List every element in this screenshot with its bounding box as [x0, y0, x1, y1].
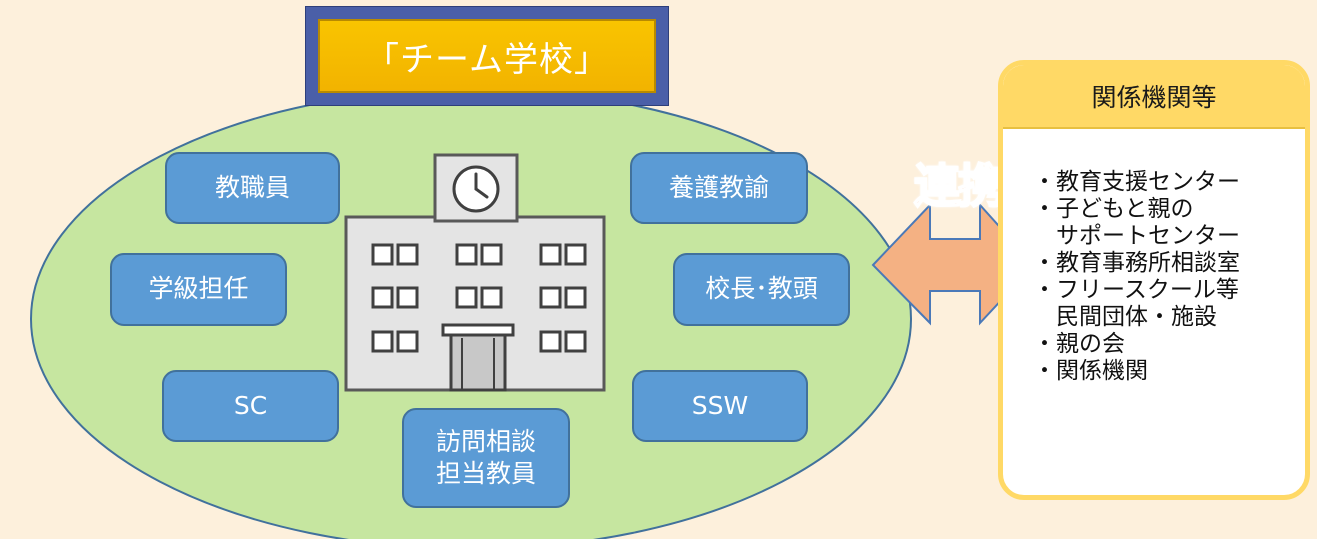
org-panel-header: 関係機関等 [1003, 65, 1305, 129]
role-principal-vice: 校長･教頭 [673, 253, 850, 326]
role-label: SC [233, 390, 268, 420]
org-list-item: 民間団体・施設 [1033, 304, 1217, 330]
role-label: 校長･教頭 [705, 274, 818, 304]
org-list-item: ・関係機関 [1033, 358, 1148, 384]
org-list-item: サポートセンター [1033, 223, 1240, 249]
role-sc: SC [162, 370, 339, 442]
role-homeroom-teacher: 学級担任 [110, 253, 287, 326]
role-label: 学級担任 [148, 274, 249, 304]
org-list-item: ・教育事務所相談室 [1033, 250, 1240, 276]
org-list-item: ・子どもと親の [1033, 196, 1194, 222]
school-building-icon [344, 153, 606, 392]
collaboration-label: 連携 [913, 158, 1005, 214]
page-title: 「チーム学校」 [318, 19, 656, 93]
role-visiting-counselor: 訪問相談 担当教員 [402, 408, 570, 508]
role-label-line2: 担当教員 [435, 459, 536, 488]
role-label: 養護教諭 [668, 172, 769, 202]
role-label-line1: 訪問相談 [435, 426, 536, 456]
role-teaching-staff: 教職員 [165, 152, 340, 224]
role-school-nurse: 養護教諭 [630, 152, 808, 224]
org-list: ・教育支援センター・子どもと親の サポートセンター・教育事務所相談室・フリースク… [1003, 129, 1305, 385]
title-banner: 「チーム学校」 [305, 6, 669, 106]
org-list-item: ・教育支援センター [1033, 169, 1240, 195]
related-organizations-panel: 関係機関等 ・教育支援センター・子どもと親の サポートセンター・教育事務所相談室… [998, 60, 1310, 500]
role-label: 教職員 [214, 172, 290, 202]
org-list-item: ・フリースクール等 [1033, 277, 1239, 303]
org-list-item: ・親の会 [1033, 331, 1125, 357]
clock-icon [452, 165, 500, 213]
role-ssw: SSW [632, 370, 808, 442]
role-label: SSW [691, 390, 749, 420]
